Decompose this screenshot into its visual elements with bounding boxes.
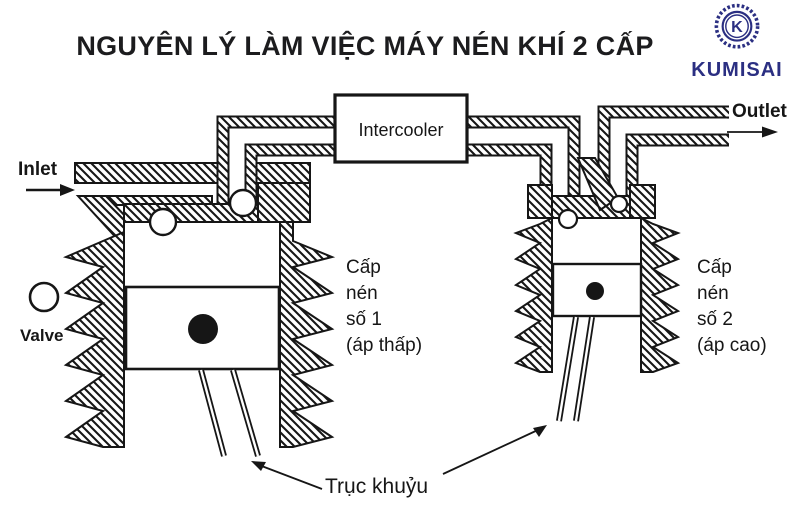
stage1-inlet-valve-ball [148,207,178,237]
stage2-left-wall-fins [513,216,553,373]
crankshaft-leader-left [258,464,323,490]
stage1-discharge-valve-ball [228,188,258,218]
kumisai-emblem-icon: K [714,3,760,49]
logo-brand-text: KUMISAI [691,59,783,81]
crankshaft-leader-right [442,428,541,475]
intercooler: Intercooler [333,93,469,164]
outlet-label: Outlet [732,101,788,122]
pipe-intercooler-to-stage2 [462,115,581,210]
piping [216,105,738,212]
stage2-head-step-left [527,184,553,219]
svg-text:nén: nén [697,283,729,304]
stage2-wrist-pin [586,282,604,300]
crankshaft-label: Trục khuỷu [325,475,428,498]
page-title: NGUYÊN LÝ LÀM VIỆC MÁY NÉN KHÍ 2 CẤP [76,31,654,61]
inlet-duct-top-wall [74,162,311,184]
svg-text:Cấp: Cấp [346,257,381,278]
stage2-inlet-valve-ball [557,208,579,230]
stage1-label: Cấp nén số 1 (áp thấp) [346,257,422,356]
stage1-wrist-pin [188,314,218,344]
svg-text:(áp thấp): (áp thấp) [346,335,422,356]
intercooler-box [333,93,469,164]
stage2-head-step-right [629,184,656,219]
svg-text:số 1: số 1 [346,309,382,330]
valve-balls [148,188,629,237]
connecting-rods [198,316,595,457]
stage1-left-wall-fins [62,222,125,448]
pistons [124,262,643,371]
valve-legend-icon [28,281,60,313]
outlet-pipe [597,105,738,212]
intercooler-label: Intercooler [358,120,443,140]
stage2-label: Cấp nén số 2 (áp cao) [697,257,767,356]
outlet-pipe-mouth [726,118,738,134]
stage1-head-block [257,182,311,223]
pipe-stage1-to-intercooler [216,115,338,212]
svg-text:số 2: số 2 [697,309,733,330]
stage2-right-wall-fins [640,216,681,373]
crankshaft-callout: Trục khuỷu [251,425,547,498]
stage2-discharge-valve-ball [609,194,629,214]
svg-text:Cấp: Cấp [697,257,732,278]
valve-label: Valve [20,326,64,345]
stage1-right-wall-fins [279,221,336,448]
annotations: Inlet Outlet Valve Cấp nén số 1 (áp thấp… [18,101,788,498]
logo-monogram: K [731,18,743,36]
kumisai-logo: K KUMISAI [680,2,794,82]
inlet-label: Inlet [18,159,58,180]
laurel-wreath-icon [714,3,760,49]
svg-text:(áp cao): (áp cao) [697,335,767,356]
svg-text:nén: nén [346,283,378,304]
